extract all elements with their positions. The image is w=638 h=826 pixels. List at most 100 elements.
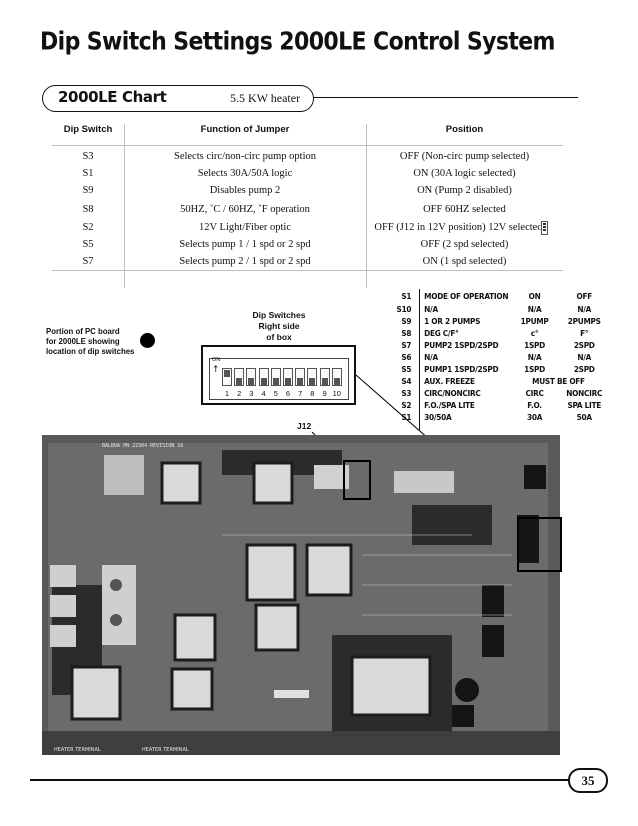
dip-switch-toggle bbox=[319, 368, 330, 386]
note-line: location of dip switches bbox=[46, 347, 135, 356]
row-switch: S8 bbox=[82, 204, 94, 215]
chart-header-rule bbox=[150, 97, 578, 98]
dip-switch-number: 5 bbox=[273, 389, 278, 398]
row-switch: S2 bbox=[82, 222, 94, 233]
up-arrow-icon: ↑ bbox=[212, 365, 220, 375]
j12-highlight-box bbox=[343, 460, 371, 500]
mode-row-switch: S10 bbox=[396, 305, 412, 314]
dip-switch-block bbox=[209, 358, 349, 400]
row-function: 50HZ, ˚C / 60HZ, ˚F operation bbox=[180, 204, 310, 215]
mode-row-on: N/A bbox=[527, 305, 542, 314]
mode-row-on: 1PUMP bbox=[520, 317, 549, 326]
dip-switch-number: 9 bbox=[322, 389, 327, 398]
mode-row-mode: DEG C/F° bbox=[424, 329, 459, 338]
table-divider bbox=[52, 270, 563, 271]
mode-row-switch: S2 bbox=[401, 401, 412, 410]
row-function: 12V Light/Fiber optic bbox=[199, 222, 291, 233]
circuit-board-image: BALBOA PN 22304 REVISION 16 HEATER TERMI… bbox=[42, 435, 560, 755]
mode-row-on: 1SPD bbox=[524, 341, 545, 350]
legend-line: Right side bbox=[258, 321, 300, 331]
dip-switch-toggle bbox=[258, 368, 269, 386]
circuit-board-photo: BALBOA PN 22304 REVISION 16 HEATER TERMI… bbox=[42, 435, 560, 755]
mode-row-switch: S3 bbox=[401, 389, 412, 398]
legend-line: Dip Switches bbox=[252, 310, 306, 320]
row-position: ON (1 spd selected) bbox=[422, 256, 507, 267]
dip-location-highlight-box bbox=[517, 517, 562, 572]
dip-switch-number: 4 bbox=[261, 389, 266, 398]
dip-switch-number: 3 bbox=[249, 389, 254, 398]
note-line: Portion of PC board bbox=[46, 327, 120, 336]
mode-header-mode: MODE OF OPERATION bbox=[424, 292, 509, 301]
table-divider bbox=[366, 124, 367, 288]
row-position: ON (Pump 2 disabled) bbox=[417, 185, 512, 196]
mode-row-mode: 30/50A bbox=[424, 413, 452, 422]
dip-switch-toggle bbox=[234, 368, 245, 386]
mode-row-span: MUST BE OFF bbox=[532, 377, 585, 386]
mode-row-off: SPA LITE bbox=[567, 401, 602, 410]
dip-switch-number: 6 bbox=[285, 389, 291, 398]
mode-header-sw: S1 bbox=[401, 292, 412, 301]
dip-switch-toggle bbox=[270, 368, 281, 386]
dip-switch-toggle bbox=[222, 368, 232, 386]
row-position: ON (30A logic selected) bbox=[413, 168, 516, 179]
note-line: for 2000LE showing bbox=[46, 337, 120, 346]
footer-rule bbox=[30, 779, 570, 781]
table-divider bbox=[52, 145, 563, 146]
dip-switch-toggle bbox=[331, 368, 342, 386]
mode-row-off: F° bbox=[580, 329, 589, 338]
bullet-dot-icon bbox=[140, 333, 155, 348]
mode-row-mode: CIRC/NONCIRC bbox=[424, 389, 481, 398]
mode-row-mode: 1 OR 2 PUMPS bbox=[424, 317, 481, 326]
column-header-function: Function of Jumper bbox=[200, 124, 290, 135]
mode-header-off: OFF bbox=[576, 292, 592, 301]
dip-switch-toggle bbox=[295, 368, 306, 386]
mode-row-off: N/A bbox=[577, 305, 592, 314]
mode-row-off: 2SPD bbox=[573, 341, 595, 350]
dip-switch-toggle bbox=[283, 368, 293, 386]
dip-switch-legend-header: Dip Switches Right side of box bbox=[235, 310, 323, 343]
mode-row-off: 50A bbox=[576, 413, 592, 422]
row-position: OFF 60HZ selected bbox=[423, 204, 506, 215]
mode-row-mode: PUMP2 1SPD/2SPD bbox=[424, 341, 499, 350]
mode-row-on: c° bbox=[530, 329, 539, 338]
dip-switch-toggle bbox=[246, 368, 257, 386]
row-switch: S3 bbox=[82, 151, 94, 162]
mode-row-mode: F.O./SPA LITE bbox=[424, 401, 475, 410]
row-function: Selects pump 2 / 1 spd or 2 spd bbox=[179, 256, 311, 267]
dip-switch-number: 7 bbox=[298, 389, 303, 398]
row-position: OFF (Non-circ pump selected) bbox=[399, 151, 530, 162]
board-silk-top: BALBOA PN 22304 REVISION 16 bbox=[102, 443, 183, 449]
dip-switch-icon bbox=[541, 221, 548, 235]
row-switch: S1 bbox=[82, 168, 94, 179]
row-function: Disables pump 2 bbox=[209, 185, 281, 196]
dip-switch-number: 1 bbox=[224, 389, 230, 398]
board-silk-heater-terminal: HEATER TERMINAL bbox=[54, 747, 101, 753]
mode-row-mode: N/A bbox=[424, 353, 438, 362]
mode-row-switch: S4 bbox=[401, 377, 412, 386]
mode-row-off: 2SPD bbox=[573, 365, 595, 374]
mode-row-switch: S5 bbox=[401, 365, 412, 374]
dip-switch-number: 2 bbox=[237, 389, 242, 398]
mode-row-on: F.O. bbox=[527, 401, 542, 410]
row-position: OFF (J12 in 12V position) 12V selected bbox=[374, 222, 543, 233]
column-header-dip-switch: Dip Switch bbox=[63, 124, 113, 135]
mode-row-on: 1SPD bbox=[524, 365, 545, 374]
dip-switch-number: 8 bbox=[310, 389, 315, 398]
mode-row-mode: N/A bbox=[424, 305, 438, 314]
row-switch: S9 bbox=[82, 185, 94, 196]
mode-row-mode: AUX. FREEZE bbox=[424, 377, 475, 386]
heater-rating: 5.5 KW heater bbox=[230, 91, 301, 105]
j12-label: J12 bbox=[297, 421, 312, 431]
dip-on-label: ON bbox=[212, 357, 221, 363]
row-position: OFF (2 spd selected) bbox=[420, 239, 509, 250]
row-switch: S5 bbox=[82, 239, 94, 250]
row-function: Selects 30A/50A logic bbox=[197, 168, 293, 179]
row-switch: S7 bbox=[82, 256, 94, 267]
mode-row-mode: PUMP1 1SPD/2SPD bbox=[424, 365, 499, 374]
table-divider bbox=[124, 124, 125, 288]
column-header-position: Position bbox=[445, 124, 484, 135]
legend-line: of box bbox=[266, 332, 292, 342]
row-function: Selects circ/non-circ pump option bbox=[173, 151, 316, 162]
row-function: Selects pump 1 / 1 spd or 2 spd bbox=[179, 239, 311, 250]
mode-row-off: NONCIRC bbox=[566, 389, 603, 398]
